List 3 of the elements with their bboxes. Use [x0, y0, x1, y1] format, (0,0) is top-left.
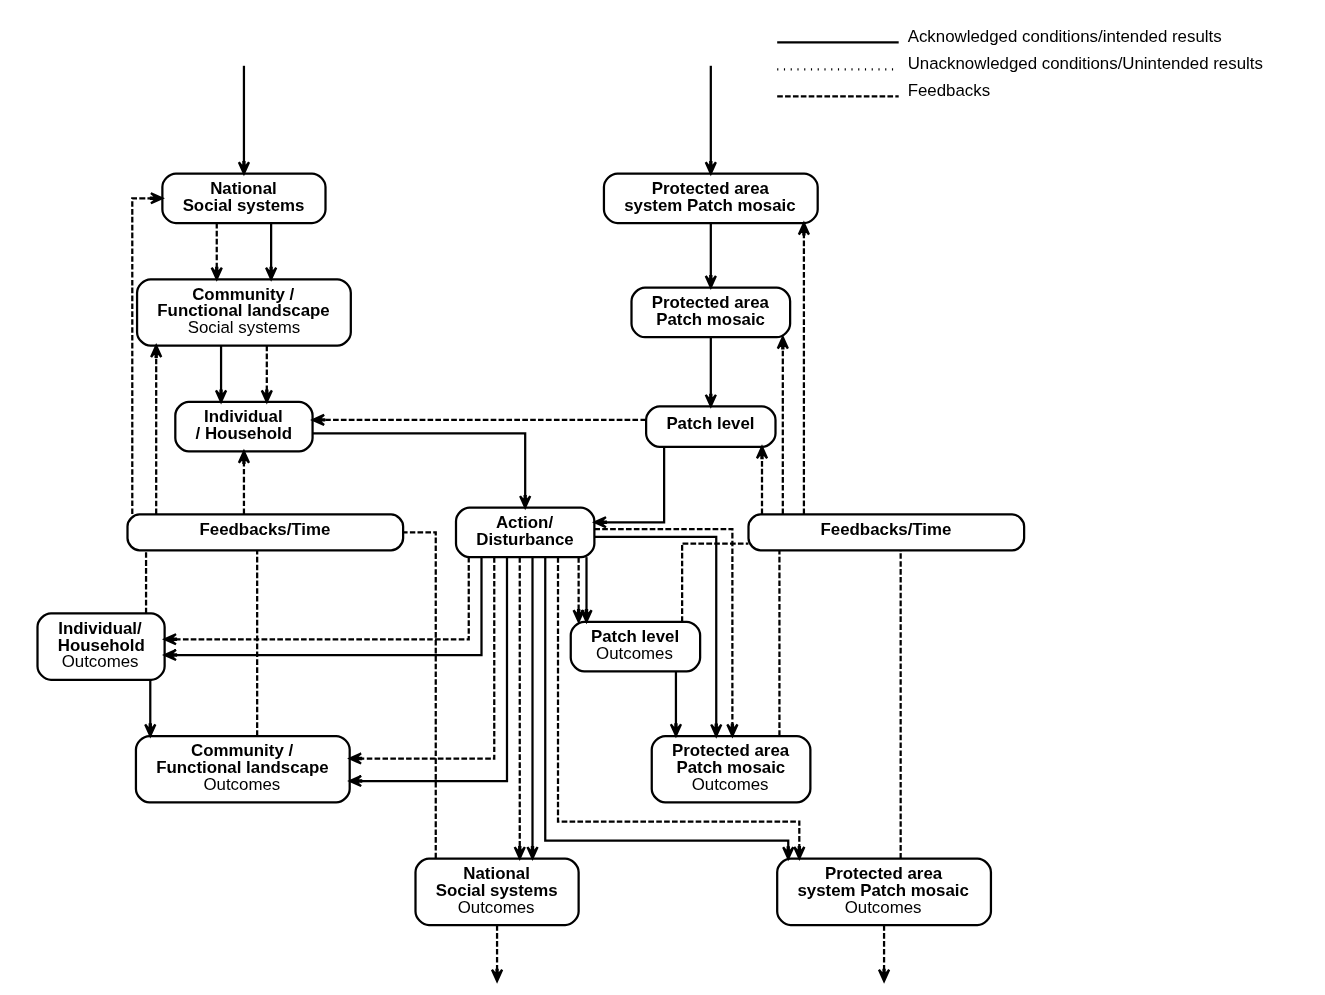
legend-label: Feedbacks [907, 81, 990, 101]
legend-label: Acknowledged conditions/intended results [907, 27, 1222, 47]
legend-label: Unacknowledged conditions/Unintended results [907, 54, 1263, 74]
